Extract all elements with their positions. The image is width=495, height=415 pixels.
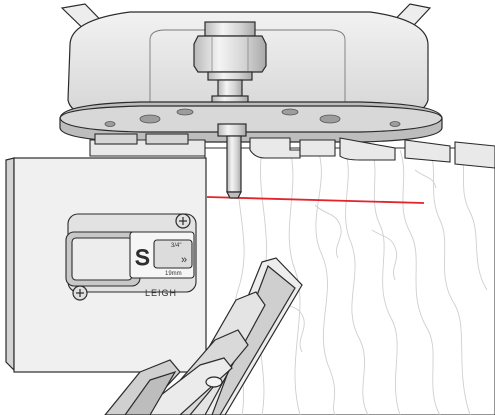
chevron-right-icon: » bbox=[181, 254, 187, 266]
jig-template-strip bbox=[89, 133, 495, 169]
wood-board bbox=[204, 147, 495, 415]
slider-letter: S bbox=[135, 245, 150, 270]
router-bit-icon bbox=[217, 123, 247, 199]
guide-line bbox=[206, 196, 425, 204]
clamp-arm bbox=[104, 257, 303, 415]
screw-icon bbox=[72, 285, 88, 301]
guide-slider: S 3/4" » 19mm LEIGH bbox=[65, 213, 197, 298]
router-base-plate bbox=[59, 101, 443, 143]
brand-label: LEIGH bbox=[145, 288, 177, 298]
slider-size-bottom: 19mm bbox=[165, 271, 182, 277]
collet-nut bbox=[193, 21, 267, 107]
slider-size-top: 3/4" bbox=[171, 243, 181, 249]
screw-icon bbox=[175, 213, 191, 229]
